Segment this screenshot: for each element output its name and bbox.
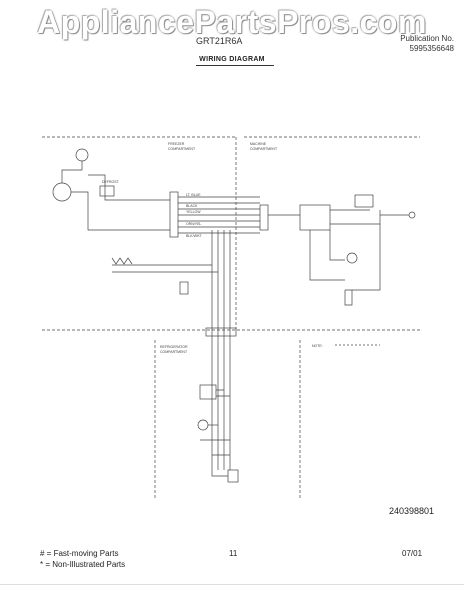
wire-label-3: YELLOW bbox=[186, 210, 201, 214]
defrost-timer bbox=[199, 384, 217, 400]
publication-label: Publication No. bbox=[400, 34, 454, 43]
vertical-wires bbox=[211, 230, 231, 470]
diagram-code: 240398801 bbox=[389, 506, 435, 516]
publication-number: 5995356648 bbox=[409, 44, 455, 53]
revision-date: 07/01 bbox=[402, 549, 423, 558]
defrost-label: DEFROST bbox=[102, 180, 120, 184]
freezer-label-2: COMPARTMENT bbox=[168, 147, 196, 151]
condenser-fan bbox=[346, 252, 358, 264]
bottom-rule bbox=[0, 584, 464, 585]
diagram-title: WIRING DIAGRAM bbox=[199, 56, 265, 63]
fast-moving-note: # = Fast-moving Parts bbox=[40, 549, 119, 558]
model-number: GRT21R6A bbox=[196, 36, 243, 46]
compressor-relay bbox=[299, 204, 331, 231]
cold-control bbox=[344, 290, 353, 306]
wire-label-4: ORN/YEL bbox=[186, 222, 201, 226]
fridge-light-switch bbox=[227, 469, 239, 483]
compressor bbox=[354, 194, 374, 208]
title-underline bbox=[196, 65, 274, 66]
machine-label-1: MACHINE bbox=[250, 142, 267, 146]
wire-label-5: BLK/WHT bbox=[186, 234, 202, 238]
fridge-label-1: REFRIGERATOR bbox=[160, 345, 188, 349]
freezer-label-1: FREEZER bbox=[168, 142, 185, 146]
wire-bundle bbox=[178, 196, 260, 234]
power-cord bbox=[408, 211, 416, 219]
fridge-light bbox=[197, 419, 209, 431]
fridge-connector bbox=[205, 327, 237, 337]
non-illustrated-note: * = Non-Illustrated Parts bbox=[40, 560, 126, 569]
fan-motor bbox=[75, 148, 89, 162]
freezer-light-switch bbox=[179, 281, 189, 295]
note-label: NOTE: bbox=[312, 344, 323, 348]
watermark-logo: AppliancePartsPros.com bbox=[37, 4, 427, 40]
freezer-light bbox=[52, 182, 72, 202]
thermostat-coil bbox=[111, 257, 133, 265]
freezer-connector bbox=[169, 191, 179, 238]
machine-connector bbox=[259, 204, 269, 231]
wire-label-2: BLACK bbox=[186, 204, 198, 208]
publication-info: Publication No. 5995356648 bbox=[362, 34, 454, 54]
defrost-heater bbox=[99, 185, 115, 197]
wire-label-1: LT. BLUE bbox=[186, 193, 201, 197]
machine-label-2: COMPARTMENT bbox=[250, 147, 278, 151]
page-number: 11 bbox=[229, 549, 238, 558]
fridge-label-2: COMPARTMENT bbox=[160, 350, 188, 354]
